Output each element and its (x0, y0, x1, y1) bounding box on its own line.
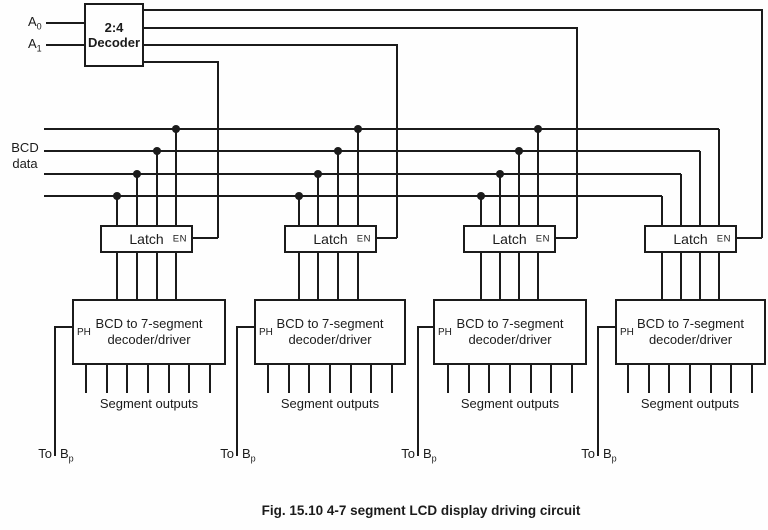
driver-2-label-line2: decoder/driver (288, 332, 372, 347)
latch-block-2: Latch EN (284, 225, 377, 253)
segment-outputs-label-3: Segment outputs (460, 396, 560, 411)
driver-block-4: PH BCD to 7-segment decoder/driver (615, 299, 766, 365)
a1-subscript: 1 (36, 43, 42, 54)
latch-block-3: Latch EN (463, 225, 556, 253)
wire-latch-input-drops (116, 129, 720, 225)
wire-decoder-outputs-to-latch-enables (144, 9, 763, 238)
driver-block-3: PH BCD to 7-segment decoder/driver (433, 299, 587, 365)
driver-3-label-line2: decoder/driver (468, 332, 552, 347)
driver-3-label-line1: BCD to 7-segment (456, 316, 564, 331)
driver-3-ph-pin: PH (438, 327, 452, 338)
latch-1-label: Latch (129, 231, 164, 247)
backplane-bp-label-4: Bp (603, 446, 617, 464)
decoder-block: 2:4 Decoder (84, 3, 144, 67)
backplane-bp-label-3: Bp (423, 446, 437, 464)
driver-1-ph-pin: PH (77, 327, 91, 338)
backplane-to-label-4: To (581, 446, 595, 461)
driver-1-label-line1: BCD to 7-segment (95, 316, 203, 331)
bcd-data-label: BCD data (5, 140, 45, 172)
input-label-a0: A0 (28, 14, 42, 32)
backplane-to-label-1: To (38, 446, 52, 461)
driver-2-label-line1: BCD to 7-segment (276, 316, 384, 331)
segment-outputs-label-1: Segment outputs (99, 396, 199, 411)
figure-caption: Fig. 15.10 4-7 segment LCD display drivi… (261, 503, 581, 518)
input-label-a1: A1 (28, 36, 42, 54)
driver-4-ph-pin: PH (620, 327, 634, 338)
latch-3-enable-pin: EN (535, 233, 550, 245)
latch-4-label: Latch (673, 231, 708, 247)
backplane-to-label-3: To (401, 446, 415, 461)
wire-ph-to-backplane (54, 326, 616, 456)
wire-latch-to-driver (116, 253, 720, 299)
bus-junction-dots (113, 125, 542, 200)
backplane-to-label-2: To (220, 446, 234, 461)
driver-1-label-line2: decoder/driver (107, 332, 191, 347)
backplane-bp-label-2: Bp (242, 446, 256, 464)
backplane-bp-label-1: Bp (60, 446, 74, 464)
driver-block-2: PH BCD to 7-segment decoder/driver (254, 299, 406, 365)
latch-1-enable-pin: EN (172, 233, 187, 245)
bcd-label-line1: BCD (11, 140, 39, 155)
bp-2-subscript: p (250, 453, 256, 464)
latch-4-enable-pin: EN (716, 233, 731, 245)
segment-outputs-label-2: Segment outputs (280, 396, 380, 411)
wire-bcd-bus-lines (44, 128, 719, 197)
bp-3-subscript: p (431, 453, 437, 464)
driver-4-label-line2: decoder/driver (648, 332, 733, 347)
wire-segment-outputs (85, 365, 753, 393)
driver-block-1: PH BCD to 7-segment decoder/driver (72, 299, 226, 365)
driver-2-ph-pin: PH (259, 327, 273, 338)
latch-block-4: Latch EN (644, 225, 737, 253)
wire-decoder-inputs (46, 22, 84, 46)
a0-subscript: 0 (36, 21, 42, 32)
bp-4-subscript: p (611, 453, 617, 464)
latch-3-label: Latch (492, 231, 527, 247)
bp-1-subscript: p (68, 453, 74, 464)
latch-block-1: Latch EN (100, 225, 193, 253)
latch-2-label: Latch (313, 231, 348, 247)
bcd-label-line2: data (12, 156, 38, 171)
latch-2-enable-pin: EN (356, 233, 371, 245)
decoder-title-word: Decoder (87, 35, 141, 50)
decoder-title-ratio: 2:4 (104, 20, 124, 35)
segment-outputs-label-4: Segment outputs (640, 396, 740, 411)
driver-4-label-line1: BCD to 7-segment (637, 316, 744, 331)
